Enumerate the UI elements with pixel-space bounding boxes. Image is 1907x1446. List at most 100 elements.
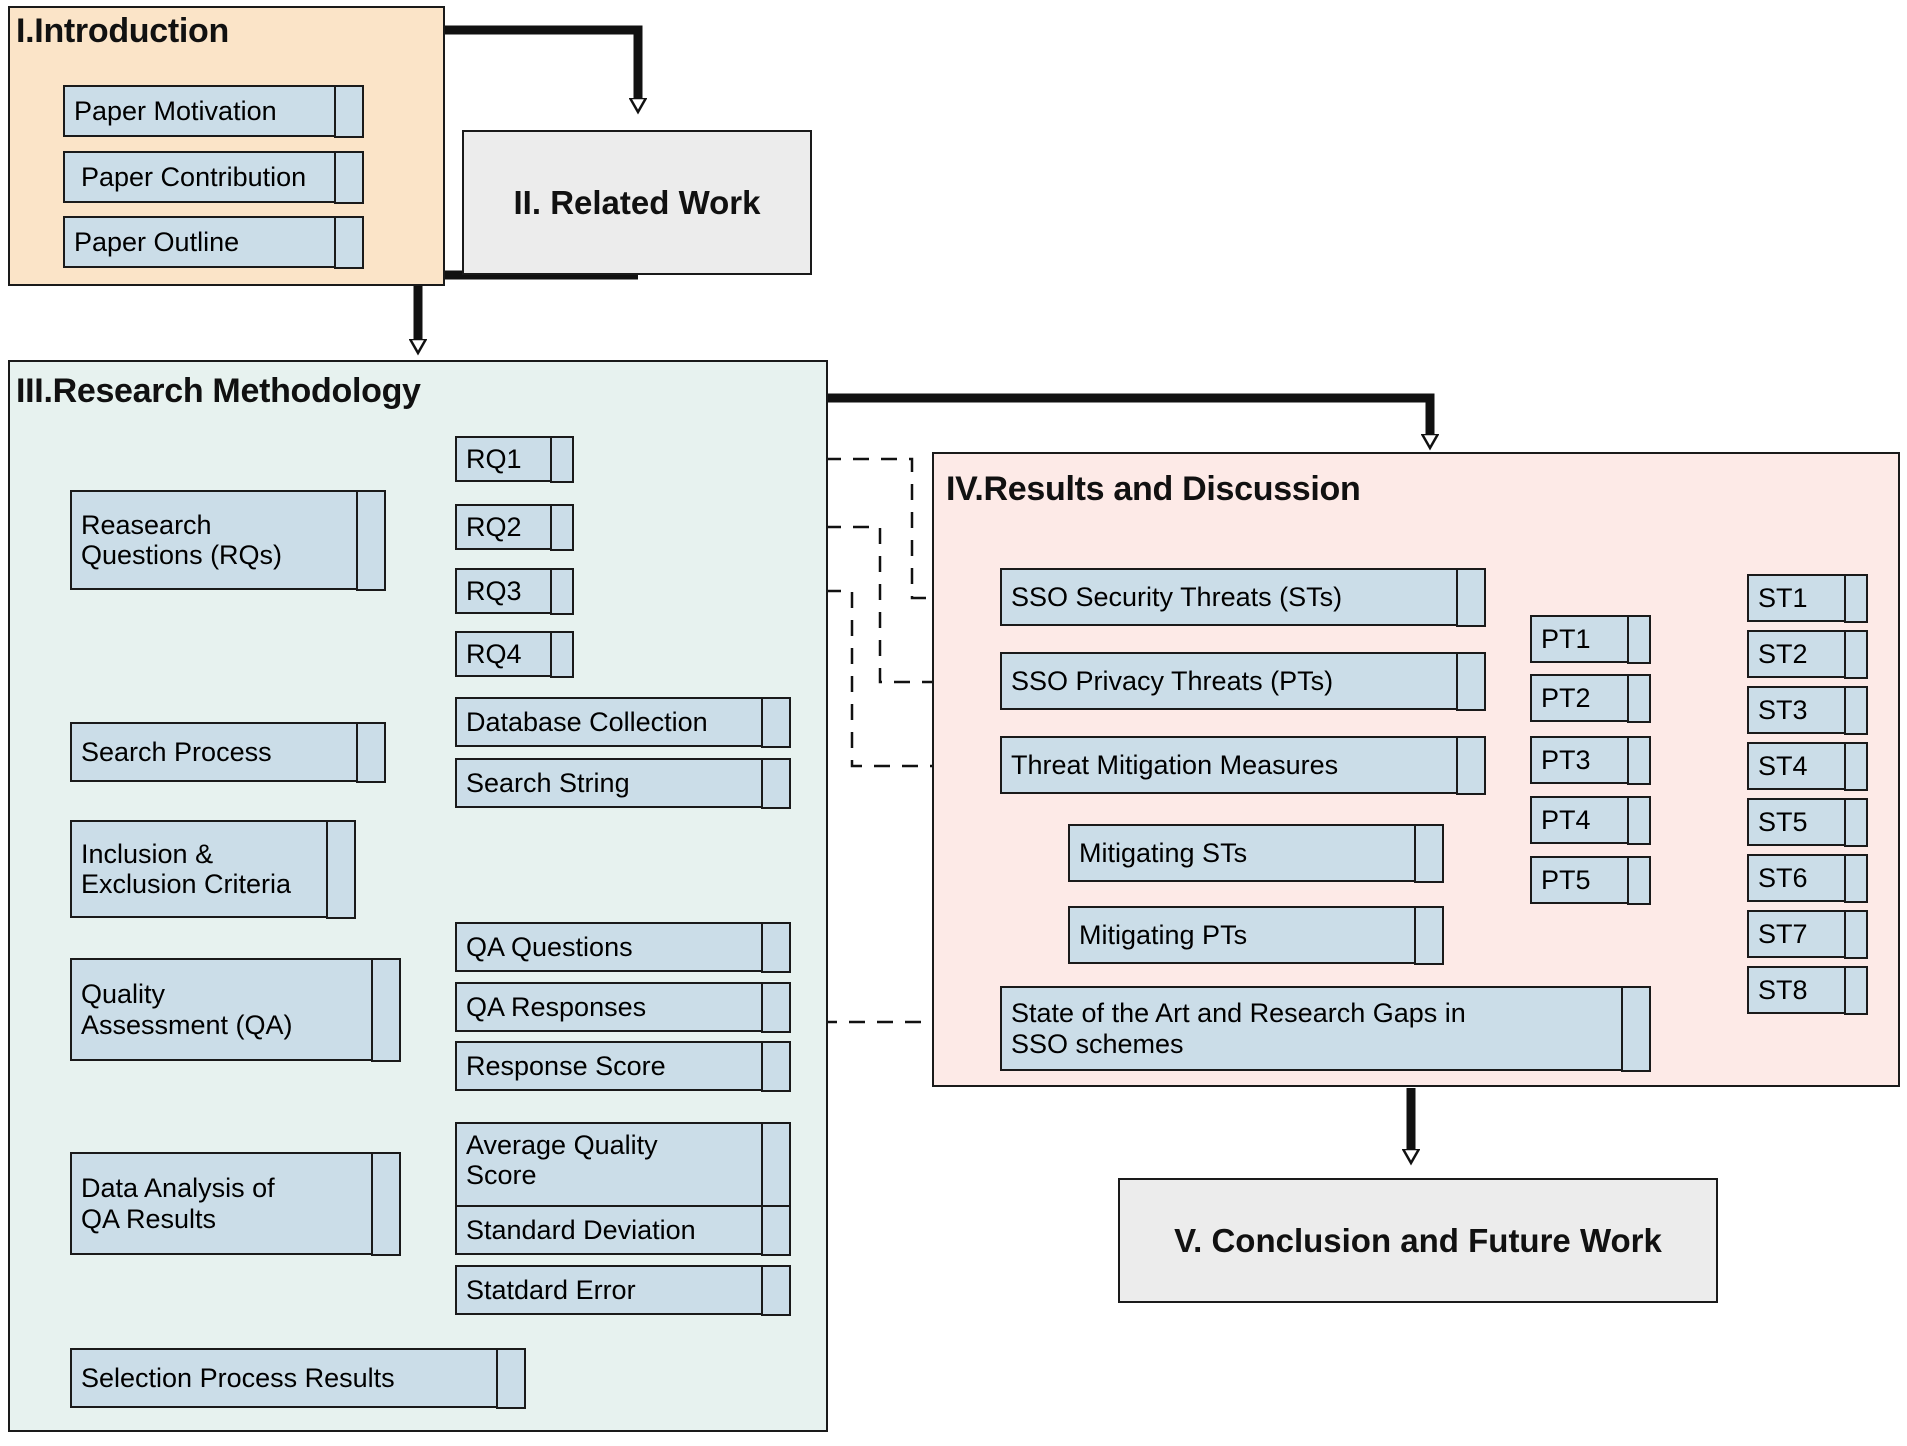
- node-label: Average Quality Score: [457, 1130, 662, 1190]
- node-label: Quality Assessment (QA): [72, 979, 297, 1039]
- node-inclusion-exclusion-criteria[interactable]: Inclusion & Exclusion Criteria: [70, 819, 356, 919]
- node-label-line1: Inclusion &: [81, 838, 214, 869]
- node-search-process[interactable]: Search Process: [70, 721, 386, 783]
- node-label: Mitigating STs: [1079, 837, 1248, 868]
- node-side-tab: [355, 489, 386, 591]
- node-label: ST3: [1758, 694, 1808, 725]
- node-label: PT2: [1541, 682, 1591, 713]
- edge-intro-to-related: [445, 25, 638, 104]
- node-pt4[interactable]: PT4: [1530, 795, 1651, 845]
- node-average-quality-score[interactable]: Average Quality Score: [455, 1121, 791, 1213]
- node-label: Paper Contribution: [81, 161, 307, 192]
- node-label-line2: Exclusion Criteria: [81, 869, 292, 899]
- node-side-tab: [1413, 823, 1444, 883]
- node-label-line1: Average Quality: [466, 1130, 658, 1160]
- section-conclusion[interactable]: V. Conclusion and Future Work: [1118, 1178, 1718, 1303]
- node-selection-process-results[interactable]: Selection Process Results: [70, 1347, 526, 1409]
- node-side-tab: [760, 1121, 791, 1213]
- node-qa-responses[interactable]: QA Responses: [455, 981, 791, 1033]
- node-st7[interactable]: ST7: [1747, 909, 1868, 959]
- node-rq3[interactable]: RQ3: [455, 567, 574, 615]
- node-side-tab: [1843, 797, 1868, 847]
- node-label: ST1: [1758, 582, 1808, 613]
- node-pt2[interactable]: PT2: [1530, 673, 1651, 723]
- node-side-tab: [1455, 735, 1486, 795]
- node-label: State of the Art and Research Gaps in SS…: [1002, 998, 1470, 1058]
- node-st5[interactable]: ST5: [1747, 797, 1868, 847]
- section-related-work[interactable]: II. Related Work: [462, 130, 812, 275]
- node-label: Response Score: [466, 1050, 666, 1081]
- node-side-tab: [549, 567, 574, 615]
- node-side-tab: [495, 1347, 526, 1409]
- node-side-tab: [333, 84, 364, 138]
- node-side-tab: [1843, 853, 1868, 903]
- node-label-line1: State of the Art and Research Gaps in: [1011, 998, 1466, 1029]
- node-side-tab: [333, 150, 364, 204]
- node-side-tab: [760, 757, 791, 809]
- node-paper-outline[interactable]: Paper Outline: [63, 215, 364, 269]
- node-st2[interactable]: ST2: [1747, 629, 1868, 679]
- node-label: RQ4: [466, 638, 522, 669]
- node-response-score[interactable]: Response Score: [455, 1040, 791, 1092]
- node-standard-deviation[interactable]: Standard Deviation: [455, 1204, 791, 1256]
- node-research-questions[interactable]: Reasearch Questions (RQs): [70, 489, 386, 591]
- node-side-tab: [1843, 909, 1868, 959]
- node-label: ST6: [1758, 862, 1808, 893]
- node-label: PT5: [1541, 864, 1591, 895]
- node-data-analysis-qa-results[interactable]: Data Analysis of QA Results: [70, 1151, 401, 1256]
- section-introduction-title: I.Introduction: [16, 12, 229, 50]
- node-side-tab: [549, 435, 574, 483]
- node-side-tab: [1626, 795, 1651, 845]
- node-paper-contribution[interactable]: Paper Contribution: [63, 150, 364, 204]
- node-label-line2: QA Results: [81, 1203, 217, 1234]
- node-side-tab: [549, 503, 574, 551]
- node-side-tab: [1413, 905, 1444, 965]
- section-results-discussion-title: IV.Results and Discussion: [946, 470, 1361, 508]
- node-state-of-the-art[interactable]: State of the Art and Research Gaps in SS…: [1000, 985, 1651, 1072]
- node-label-line1: Quality: [81, 979, 166, 1010]
- node-label: QA Responses: [466, 991, 647, 1022]
- node-side-tab: [760, 981, 791, 1033]
- node-side-tab: [1843, 965, 1868, 1015]
- node-side-tab: [760, 1264, 791, 1316]
- node-label-line2: Questions (RQs): [81, 540, 283, 570]
- node-st8[interactable]: ST8: [1747, 965, 1868, 1015]
- node-side-tab: [370, 1151, 401, 1256]
- node-label: PT4: [1541, 804, 1591, 835]
- node-label: RQ2: [466, 511, 522, 542]
- node-st1[interactable]: ST1: [1747, 573, 1868, 623]
- node-label: SSO Security Threats (STs): [1011, 581, 1343, 612]
- node-pt5[interactable]: PT5: [1530, 855, 1651, 905]
- node-label-line1: Data Analysis of: [81, 1173, 275, 1204]
- node-rq2[interactable]: RQ2: [455, 503, 574, 551]
- node-qa-questions[interactable]: QA Questions: [455, 921, 791, 973]
- node-label: Standard Deviation: [466, 1214, 696, 1245]
- node-standard-error[interactable]: Statdard Error: [455, 1264, 791, 1316]
- node-sso-security-threats[interactable]: SSO Security Threats (STs): [1000, 567, 1486, 627]
- node-pt3[interactable]: PT3: [1530, 735, 1651, 785]
- edge-methodology-to-results: [828, 393, 1430, 440]
- node-label-line1: Reasearch: [81, 509, 212, 540]
- node-pt1[interactable]: PT1: [1530, 614, 1651, 664]
- node-mitigating-sts[interactable]: Mitigating STs: [1068, 823, 1444, 883]
- node-st3[interactable]: ST3: [1747, 685, 1868, 735]
- node-rq1[interactable]: RQ1: [455, 435, 574, 483]
- node-quality-assessment[interactable]: Quality Assessment (QA): [70, 957, 401, 1062]
- node-side-tab: [1843, 573, 1868, 623]
- node-database-collection[interactable]: Database Collection: [455, 696, 791, 748]
- node-threat-mitigation-measures[interactable]: Threat Mitigation Measures: [1000, 735, 1486, 795]
- node-rq4[interactable]: RQ4: [455, 630, 574, 678]
- node-search-string[interactable]: Search String: [455, 757, 791, 809]
- node-label: Database Collection: [466, 706, 708, 737]
- node-sso-privacy-threats[interactable]: SSO Privacy Threats (PTs): [1000, 651, 1486, 711]
- node-side-tab: [1626, 614, 1651, 664]
- node-label-line2: Assessment (QA): [81, 1009, 293, 1040]
- node-st4[interactable]: ST4: [1747, 741, 1868, 791]
- edge-related-to-methodology: [418, 270, 638, 345]
- node-paper-motivation[interactable]: Paper Motivation: [63, 84, 364, 138]
- node-mitigating-pts[interactable]: Mitigating PTs: [1068, 905, 1444, 965]
- node-label: ST5: [1758, 806, 1808, 837]
- node-label: RQ1: [466, 443, 522, 474]
- node-label: Paper Outline: [74, 226, 240, 257]
- node-st6[interactable]: ST6: [1747, 853, 1868, 903]
